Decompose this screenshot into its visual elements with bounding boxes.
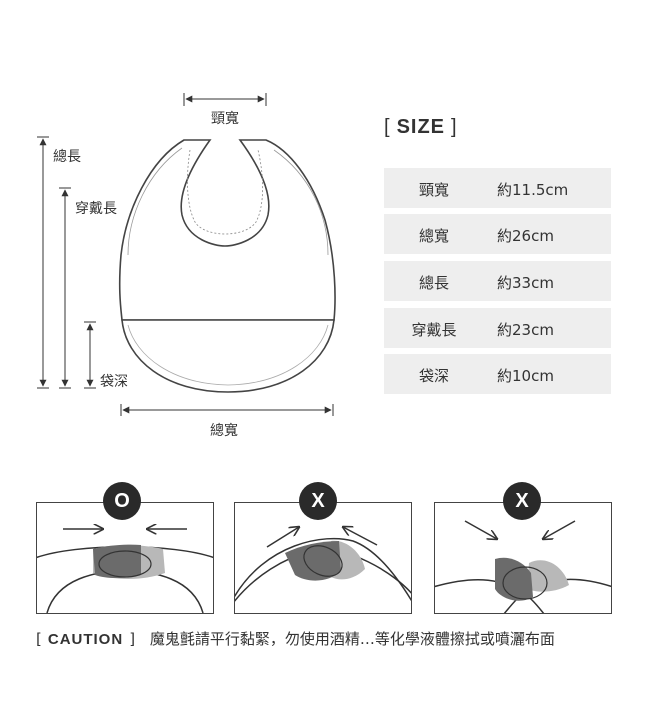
- size-row-total-length: 總長 約33cm: [384, 261, 611, 301]
- size-row-name: 頸寬: [418, 181, 449, 199]
- example-correct-illustration: [37, 503, 213, 613]
- example-wrong-2-illustration: [435, 520, 611, 613]
- example-panel-correct: [36, 502, 214, 614]
- size-bracket-close: ]: [451, 116, 458, 138]
- size-row-pocket-depth: 袋深 約10cm: [384, 354, 611, 394]
- total-width-label: 總寬: [210, 423, 238, 439]
- size-row-value: 約10cm: [497, 367, 554, 385]
- size-row-name: 總寬: [418, 227, 449, 245]
- wrong-mark-badge-1: X: [299, 482, 337, 520]
- size-row-value: 約33cm: [497, 274, 554, 292]
- caution-label: CAUTION: [47, 631, 124, 648]
- size-row-name: 穿戴長: [411, 321, 457, 339]
- total-width-dimension: [120, 404, 334, 416]
- size-title: [SIZE]: [384, 116, 458, 139]
- size-row-value: 約23cm: [497, 321, 554, 339]
- size-row-value: 約11.5cm: [497, 181, 569, 199]
- bib-dimension-diagram: [37, 93, 336, 416]
- neck-width-label: 頸寬: [211, 111, 239, 127]
- total-length-dimension: [37, 136, 49, 389]
- correct-mark-badge: O: [103, 482, 141, 520]
- neck-width-dimension: [183, 93, 267, 106]
- size-row-total-width: 總寬 約26cm: [384, 214, 611, 254]
- example-panel-wrong-1: [234, 502, 412, 614]
- size-row-name: 總長: [418, 274, 449, 292]
- bib-illustration: [118, 139, 336, 393]
- size-title-text: SIZE: [396, 116, 446, 138]
- example-panel-wrong-2: [434, 502, 612, 614]
- wrong-mark-badge-2: X: [503, 482, 541, 520]
- size-row-neck-width: 頸寬 約11.5cm: [384, 168, 611, 208]
- caution-note: [ CAUTION] 魔鬼氈請平行黏緊，勿使用酒精…等化學液體擦拭或噴灑布面: [36, 628, 555, 649]
- example-wrong-1-illustration: [235, 503, 411, 602]
- size-row-value: 約26cm: [497, 227, 554, 245]
- total-length-label: 總長: [53, 149, 81, 165]
- size-row-wear-length: 穿戴長 約23cm: [384, 308, 611, 348]
- wear-length-dimension: [59, 187, 71, 389]
- pocket-depth-dimension: [84, 321, 96, 389]
- size-bracket-open: [: [384, 116, 391, 138]
- caution-bracket-open: [: [36, 630, 42, 648]
- size-row-name: 袋深: [418, 367, 449, 385]
- pocket-depth-label: 袋深: [100, 374, 128, 390]
- caution-bracket-close: ]: [129, 630, 136, 648]
- caution-text: 魔鬼氈請平行黏緊，勿使用酒精…等化學液體擦拭或噴灑布面: [149, 630, 555, 648]
- wear-length-label: 穿戴長: [75, 201, 117, 217]
